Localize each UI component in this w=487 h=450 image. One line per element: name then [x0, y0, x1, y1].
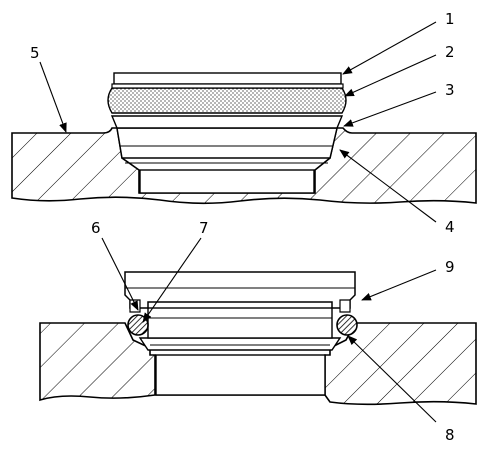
- bore-bottom: [155, 354, 326, 396]
- callout-5: 5: [30, 44, 40, 62]
- leader-lines: [39, 21, 437, 423]
- housing-top: [11, 127, 477, 205]
- retainer-ring-top: [110, 115, 344, 129]
- callout-1: 1: [445, 10, 455, 28]
- bore-top: [139, 169, 315, 194]
- callout-6: 6: [91, 219, 101, 237]
- callout-2: 2: [445, 43, 455, 61]
- top-assembly: [11, 72, 477, 205]
- o-ring-left: [127, 314, 149, 336]
- callout-labels: 1 2 3 4 5 6 7 8 9: [30, 10, 455, 444]
- callout-4: 4: [445, 218, 455, 236]
- callout-3: 3: [445, 81, 455, 99]
- seat-top: [116, 127, 338, 159]
- callout-7: 7: [199, 219, 209, 237]
- callout-8: 8: [445, 426, 455, 444]
- bottom-assembly: [39, 271, 477, 406]
- seal-cup-bottom: [124, 271, 356, 309]
- cover-plate-top: [113, 72, 342, 85]
- o-ring-right: [336, 314, 358, 336]
- callout-9: 9: [445, 258, 455, 276]
- seal-ring-top: [107, 87, 347, 114]
